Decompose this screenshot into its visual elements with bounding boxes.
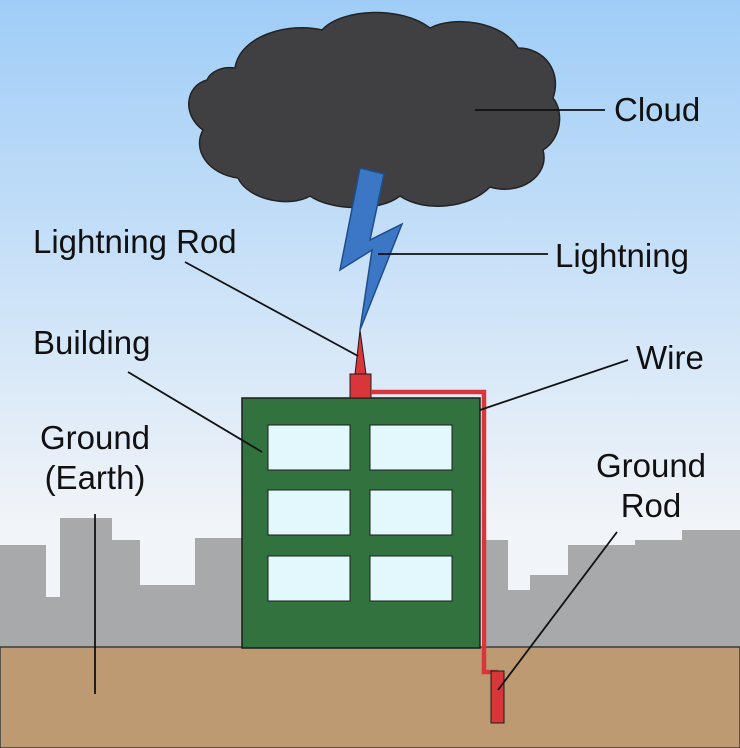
ground-label-line2: (Earth) [44, 459, 146, 496]
wire-label: Wire [636, 339, 704, 376]
cloud [188, 11, 561, 209]
lightning-rod-tip [354, 329, 367, 375]
ground-rod-label-line2: Rod [620, 487, 682, 524]
lightning-label: Lightning [555, 237, 689, 274]
building-window [267, 489, 351, 536]
ground-label: Ground (Earth) [30, 418, 160, 498]
building-window [369, 555, 453, 602]
building-window [267, 555, 351, 602]
wire-leader-line [479, 359, 629, 411]
building-window [267, 424, 351, 471]
leader-lines [94, 109, 629, 694]
ground-rod-leader-line [497, 531, 618, 691]
building-window [369, 489, 453, 536]
cloud-shape [188, 11, 561, 209]
lightning-rod [349, 329, 372, 399]
ground-label-line1: Ground [39, 419, 151, 456]
building-label: Building [33, 324, 151, 361]
building [241, 397, 481, 649]
lightning-rod-leader-line [184, 261, 359, 357]
ground-rod-label-line1: Ground [595, 447, 707, 484]
ground-rod [490, 670, 505, 724]
cloud-label: Cloud [614, 91, 701, 128]
building-leader-line [127, 371, 263, 453]
lightning-bolt [338, 167, 404, 331]
lightning-rod-base [349, 373, 372, 399]
building-window [369, 424, 453, 471]
lightning-rod-label: Lightning Rod [33, 223, 237, 260]
ground [0, 646, 740, 748]
ground-rod-label: Ground Rod [586, 446, 716, 526]
